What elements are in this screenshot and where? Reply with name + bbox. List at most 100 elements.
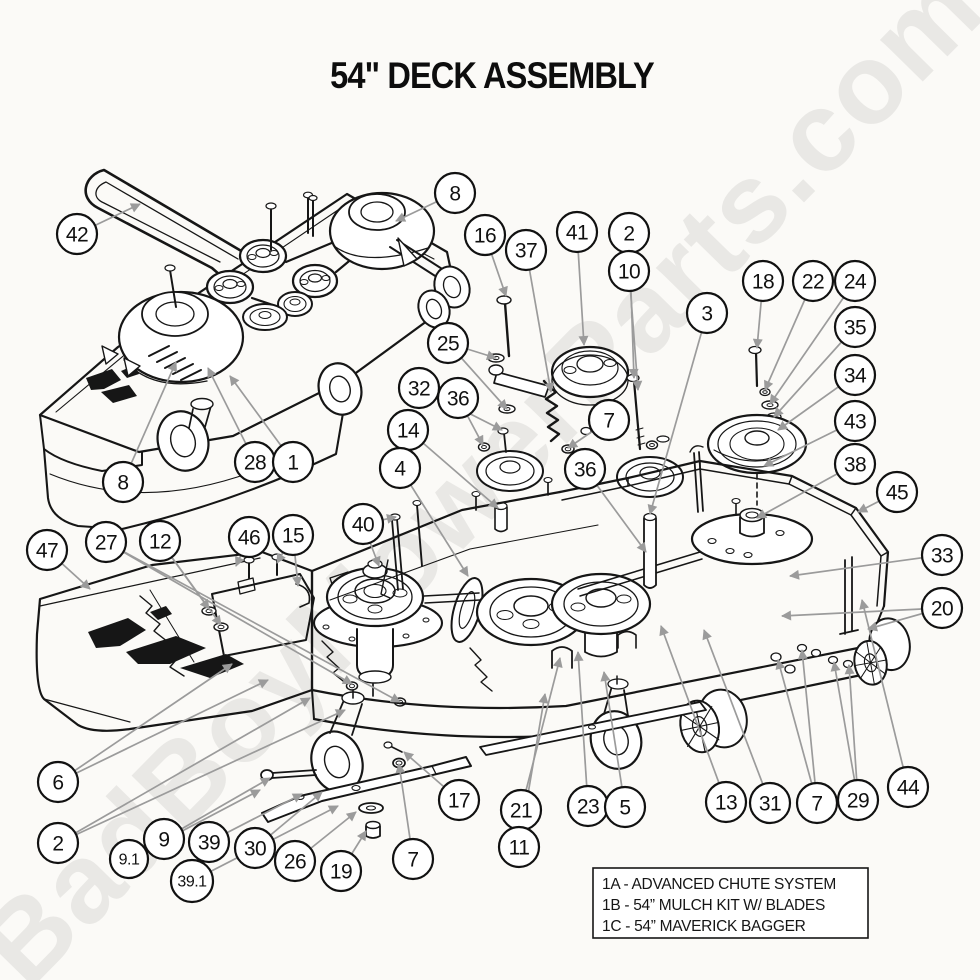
- legend-line-1b: 1B - 54” MULCH KIT W/ BLADES: [602, 897, 825, 914]
- callout-balloon-29: 29: [836, 778, 880, 822]
- balloon-number: 17: [448, 789, 470, 812]
- callout-balloon-8: 8: [101, 460, 145, 504]
- balloon-number: 2: [52, 832, 63, 855]
- top-pulley-1: [238, 238, 288, 274]
- balloon-number: 14: [397, 419, 420, 442]
- leader-line-7: [797, 649, 818, 804]
- balloon-circle: [920, 533, 964, 577]
- leader-line-8: [122, 361, 177, 483]
- leader-line-6: [57, 679, 269, 783]
- balloon-number: 27: [95, 531, 117, 554]
- page-title: 54" DECK ASSEMBLY: [330, 55, 654, 96]
- balloon-circle: [437, 778, 481, 822]
- balloon-circle: [555, 210, 599, 254]
- leader-line-24: [769, 280, 856, 405]
- callout-balloon-15: 15: [271, 513, 315, 557]
- balloon-number: 4: [394, 457, 406, 480]
- balloon-number: 24: [844, 270, 867, 293]
- balloon-number: 46: [238, 526, 260, 549]
- callout-balloon-22: 22: [791, 259, 835, 303]
- callout-balloon-9: 9: [142, 817, 186, 861]
- leader-line-2: [57, 697, 311, 844]
- balloon-number: 38: [844, 453, 866, 476]
- balloon-number: 26: [284, 850, 306, 873]
- callout-balloon-11: 11: [497, 825, 541, 869]
- balloon-number: 21: [510, 799, 532, 822]
- top-deck-rods: [164, 191, 318, 308]
- callout-balloon-28: 28: [233, 440, 277, 484]
- balloon-circle: [271, 440, 315, 484]
- balloon-number: 40: [352, 513, 374, 536]
- balloon-circle: [836, 778, 880, 822]
- balloon-number: 10: [618, 260, 640, 283]
- balloon-circle: [169, 858, 215, 904]
- callout-balloon-17: 17: [437, 778, 481, 822]
- top-pulley-3: [205, 269, 255, 305]
- balloon-number: 36: [574, 458, 596, 481]
- balloon-number: 9.1: [119, 852, 140, 869]
- balloon-circle: [271, 513, 315, 557]
- balloon-circle: [833, 259, 877, 303]
- mower-blade: [261, 756, 472, 823]
- balloon-circle: [833, 305, 877, 349]
- balloon-circle: [833, 353, 877, 397]
- balloon-number: 18: [752, 270, 774, 293]
- balloon-number: 47: [36, 539, 58, 562]
- leader-line-13: [659, 625, 727, 803]
- callout-balloon-39: 39: [187, 820, 231, 864]
- balloon-number: 32: [408, 377, 430, 400]
- callout-balloon-1: 1: [271, 440, 315, 484]
- balloon-number: 25: [437, 332, 459, 355]
- balloon-circle: [795, 781, 839, 825]
- balloon-circle: [791, 259, 835, 303]
- chute-inner-lines: [39, 557, 261, 723]
- callout-balloon-6: 6: [36, 760, 80, 804]
- leader-line-7: [775, 659, 818, 804]
- callout-balloon-42: 42: [55, 212, 99, 256]
- callout-balloon-30: 30: [233, 826, 277, 870]
- callout-balloon-7: 7: [391, 837, 435, 881]
- balloon-circle: [273, 839, 317, 883]
- callout-balloon-45: 45: [875, 470, 919, 514]
- leader-line-31: [702, 629, 771, 804]
- callout-balloon-38: 38: [833, 442, 877, 486]
- balloon-circle: [433, 171, 477, 215]
- callout-balloon-27: 27: [84, 520, 128, 564]
- top-deck-caster-wheels: [156, 362, 363, 472]
- leader-line-33: [789, 554, 943, 580]
- legend-line-1a: 1A - ADVANCED CHUTE SYSTEM: [602, 876, 836, 893]
- balloon-number: 41: [566, 221, 588, 244]
- balloon-number: 22: [802, 270, 824, 293]
- callout-balloon-10: 10: [607, 249, 651, 293]
- legend-line-1c: 1C - 54” MAVERICK BAGGER: [602, 918, 806, 935]
- balloon-number: 3: [701, 302, 712, 325]
- idler-arm: [493, 371, 550, 398]
- balloon-circle: [101, 460, 145, 504]
- callout-balloon-37: 37: [504, 228, 548, 272]
- balloon-number: 42: [66, 223, 88, 246]
- balloon-number: 39: [198, 831, 220, 854]
- left-spindle-assembly: [312, 559, 444, 707]
- balloon-number: 11: [509, 836, 530, 859]
- right-spindle-cover: [328, 191, 436, 271]
- callout-balloon-2: 2: [607, 211, 651, 255]
- balloon-number: 31: [759, 792, 781, 815]
- callout-balloon-13: 13: [704, 780, 748, 824]
- leader-line-20: [781, 607, 943, 621]
- balloon-number: 8: [117, 471, 128, 494]
- top-pulley-2: [291, 263, 339, 299]
- leader-line-4: [399, 467, 469, 577]
- lower-deck-illustration: [35, 295, 911, 839]
- balloon-number: 12: [149, 530, 171, 553]
- callout-balloon-34: 34: [833, 353, 877, 397]
- leader-line-3: [647, 312, 708, 515]
- balloon-number: 7: [603, 409, 614, 432]
- balloon-circle: [25, 528, 69, 572]
- balloon-circle: [685, 291, 729, 335]
- balloon-circle: [341, 502, 385, 546]
- balloon-number: 7: [407, 848, 418, 871]
- callout-balloon-9.1: 9.1: [108, 838, 150, 880]
- balloon-circle: [397, 366, 441, 410]
- top-pulley-4: [277, 291, 313, 317]
- drive-belt-inner: [95, 181, 239, 263]
